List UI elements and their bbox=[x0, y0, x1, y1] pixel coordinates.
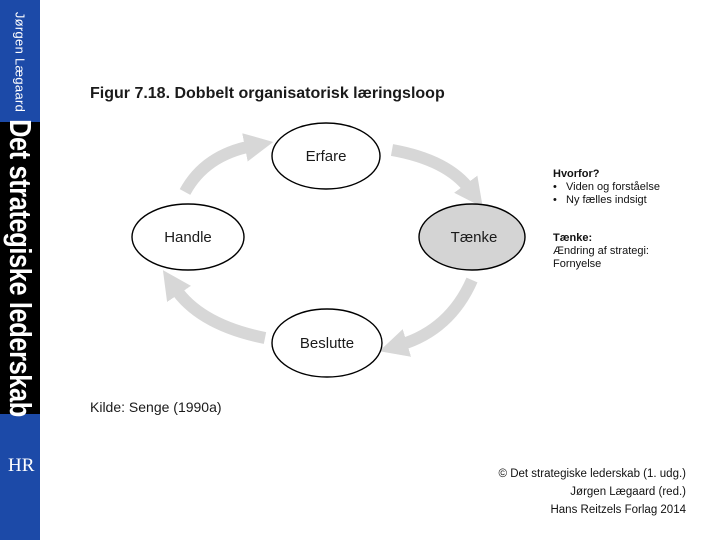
figure-title: Figur 7.18. Dobbelt organisatorisk lærin… bbox=[90, 85, 445, 102]
arrow-taenke-beslutte bbox=[379, 277, 478, 357]
arrow-beslutte-handle bbox=[162, 270, 267, 344]
node-taenke-ellipse bbox=[418, 203, 526, 271]
copyright-line-publisher: Hans Reitzels Forlag 2014 bbox=[550, 504, 686, 516]
node-taenke-label: Tænke bbox=[451, 229, 498, 246]
node-beslutte-label: Beslutte bbox=[300, 335, 354, 352]
think-line-renewal: Fornyelse bbox=[553, 258, 602, 270]
node-erfare: Erfare bbox=[271, 122, 381, 190]
figure-source: Kilde: Senge (1990a) bbox=[90, 399, 222, 415]
spine-title-band bbox=[0, 122, 40, 414]
node-handle: Handle bbox=[131, 203, 245, 271]
node-erfare-ellipse bbox=[271, 122, 381, 190]
copyright-line-book: © Det strategiske lederskab (1. udg.) bbox=[498, 468, 686, 480]
think-line-strategy: Ændring af strategi: bbox=[553, 245, 649, 257]
node-beslutte: Beslutte bbox=[271, 308, 383, 378]
node-taenke: Tænke bbox=[418, 203, 526, 271]
notes-panel: Hvorfor? Viden og forståelse Ny fælles i… bbox=[553, 168, 713, 271]
arrow-erfare-taenke bbox=[390, 144, 483, 208]
why-item-knowledge: Viden og forståelse bbox=[553, 181, 713, 194]
publisher-logo: HR bbox=[8, 455, 35, 476]
node-handle-label: Handle bbox=[164, 229, 212, 246]
loop-arrows bbox=[162, 133, 483, 357]
node-erfare-label: Erfare bbox=[306, 148, 347, 165]
why-heading: Hvorfor? bbox=[553, 168, 600, 180]
copyright-line-editor: Jørgen Lægaard (red.) bbox=[570, 486, 686, 498]
arrow-handle-erfare bbox=[179, 133, 274, 196]
node-beslutte-ellipse bbox=[271, 308, 383, 378]
think-heading: Tænke: bbox=[553, 232, 593, 244]
why-list: Viden og forståelse Ny fælles indsigt bbox=[553, 181, 713, 207]
why-item-insight: Ny fælles indsigt bbox=[553, 194, 713, 207]
node-handle-ellipse bbox=[131, 203, 245, 271]
book-spine-sidebar: Jørgen Lægaard Det strategiske lederskab… bbox=[0, 0, 40, 540]
copyright-block: © Det strategiske lederskab (1. udg.) Jø… bbox=[499, 465, 686, 519]
